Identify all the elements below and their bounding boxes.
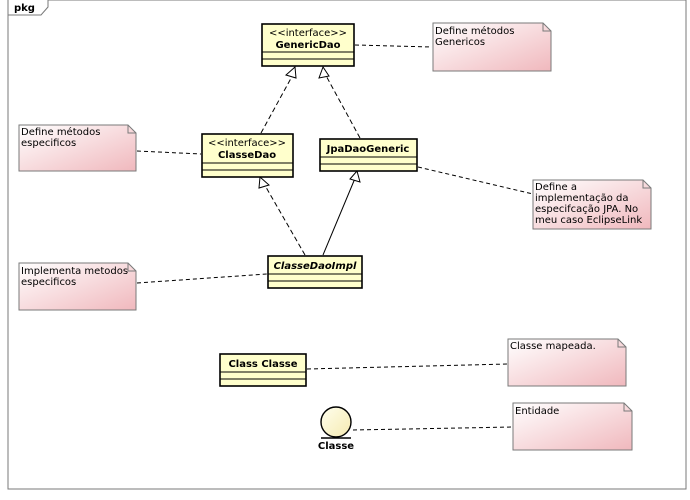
note-line: Genericos [435,37,485,48]
package-frame: pkg [7,0,687,490]
stereotype-label: <<interface>> [269,28,347,39]
note-line: Define a [535,182,577,193]
class-classe-dao[interactable]: <<interface>> ClasseDao [201,133,294,178]
arrowhead-impl-jpadao [349,169,361,183]
arrowhead-jpadao-genericdao [318,65,330,79]
note-anchor-genericdao [354,44,433,48]
note-jpa-dao-generic[interactable]: Define a implementação da especifcação J… [532,179,652,230]
note-generic-dao[interactable]: Define métodos Genericos [432,22,552,72]
realization-impl-classedao [262,181,306,256]
note-class-classe[interactable]: Classe mapeada. [507,338,627,387]
class-name: GenericDao [275,40,340,51]
class-name: ClasseDaoImpl [274,261,357,272]
arrowhead-classedao-genericdao [284,65,297,79]
note-entity[interactable]: Entidade [512,402,633,451]
note-line: Define métodos [435,25,514,37]
entity-classe[interactable]: Classe [318,406,354,452]
class-name: Class Classe [228,359,297,370]
package-label: pkg [14,3,35,14]
class-class-classe[interactable]: Class Classe [219,353,307,387]
note-classe-dao[interactable]: Define métodos especificos [18,124,137,172]
note-line: implementação da [535,193,628,204]
arrowhead-impl-classedao [258,175,271,189]
note-line: especificos [21,138,76,149]
class-generic-dao[interactable]: <<interface>> GenericDao [261,23,355,67]
note-line: Implementa metodos [21,266,128,277]
generalization-impl-jpadao [322,175,357,256]
note-line: Entidade [515,406,559,417]
entity-name: Classe [318,441,354,452]
stereotype-label: <<interface>> [208,138,286,149]
class-classe-dao-impl[interactable]: ClasseDaoImpl [267,255,363,289]
note-line: Define métodos [21,126,100,138]
note-line: especificos [21,277,76,288]
class-jpa-dao-generic[interactable]: JpaDaoGeneric [319,138,418,172]
note-anchor-impl [136,273,268,284]
note-line: meu caso EclipseLink [535,215,642,226]
class-name: JpaDaoGeneric [326,144,410,155]
realization-jpadao-genericdao [323,71,361,139]
note-anchor-classedao [136,150,202,155]
note-anchor-jpadao [417,166,534,195]
note-classe-dao-impl[interactable]: Implementa metodos especificos [18,262,137,311]
note-line: Classe mapeada. [510,341,596,352]
note-anchor-entity [352,426,514,431]
realization-classedao-genericdao [260,70,296,134]
class-name: ClasseDao [218,150,276,161]
note-line: especifcação JPA. No [535,204,638,215]
arrowheads [258,65,361,189]
relationship-lines [136,44,534,431]
note-anchor-classclasse [306,363,509,370]
